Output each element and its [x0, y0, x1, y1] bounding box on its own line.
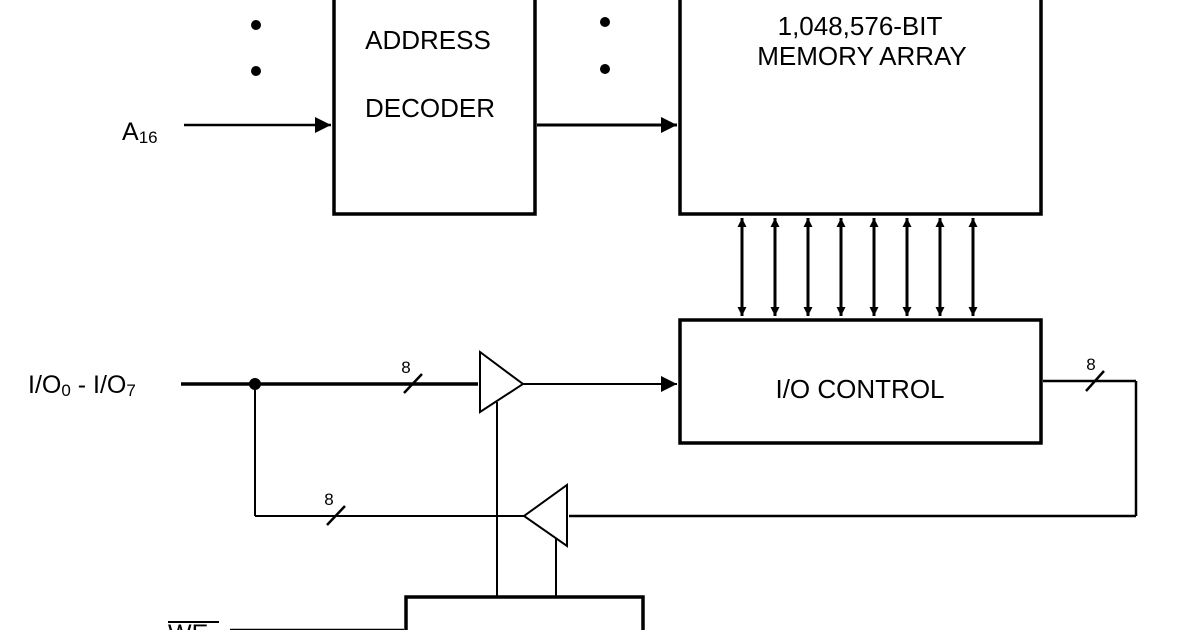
io-out-bus-width: 8 — [1086, 355, 1095, 374]
memory-array-label-2: MEMORY ARRAY — [757, 41, 967, 71]
control-logic-block — [404, 595, 645, 635]
bidirectional-data-lines — [737, 218, 978, 316]
memory-array-block — [678, 0, 1043, 216]
memory-array-label-1: 1,048,576-BIT — [778, 11, 943, 41]
input-buffer-triangle — [479, 350, 525, 414]
io-feedback-bus-slash — [326, 505, 346, 526]
address-decoder-block — [332, 0, 537, 216]
io-in-bus-width: 8 — [401, 358, 410, 377]
io-out-bus-slash — [1085, 370, 1105, 392]
output-buffer-triangle — [522, 483, 568, 548]
ellipsis-dots-right — [600, 17, 610, 74]
address-decoder-label-2: DECODER — [365, 93, 495, 123]
io-control-label: I/O CONTROL — [775, 374, 944, 404]
a16-label: A16 — [122, 118, 158, 147]
io-bus-label: I/O0 - I/O7 — [28, 371, 136, 400]
io-control-block — [678, 318, 1043, 445]
io-feedback-bus-width: 8 — [324, 490, 333, 509]
address-decoder-label-1: ADDRESS — [365, 25, 491, 55]
io-in-bus-slash — [403, 373, 423, 394]
ellipsis-dots-left — [251, 20, 261, 76]
